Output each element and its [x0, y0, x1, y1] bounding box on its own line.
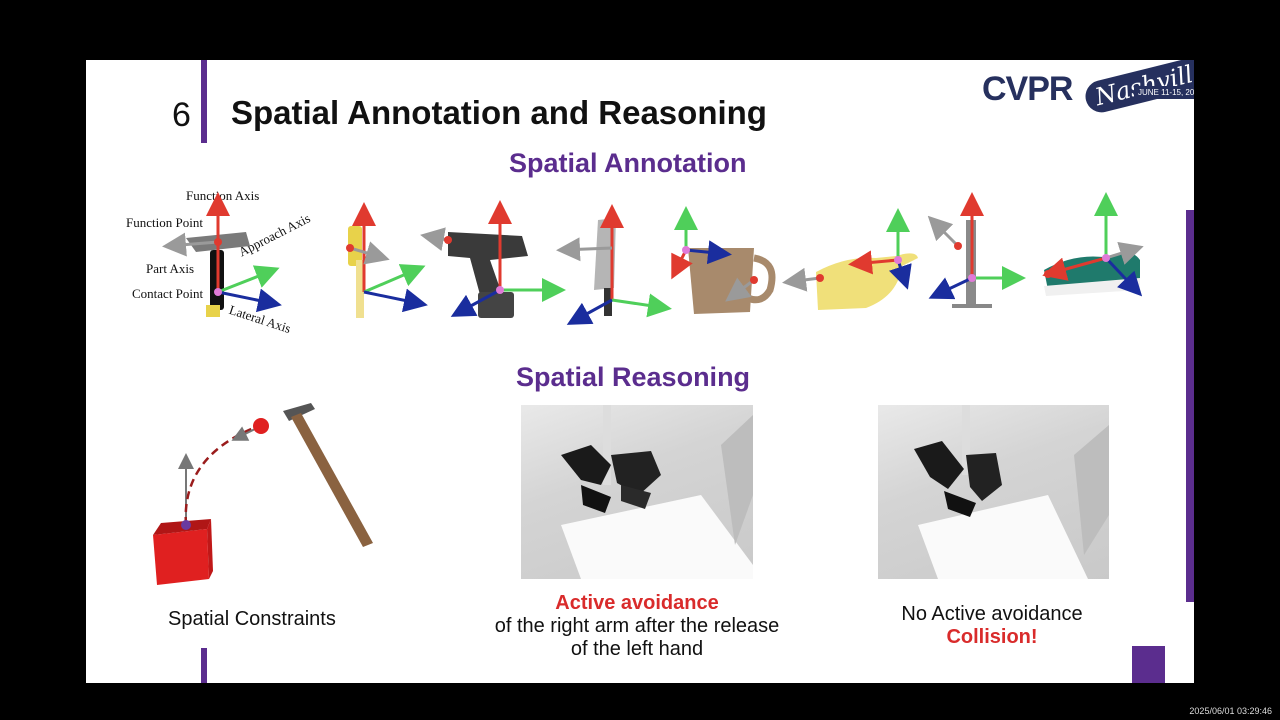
annotation-objects: [162, 192, 1144, 325]
logo-dates: JUNE 11-15, 2025: [1134, 86, 1194, 99]
slide-title: Spatial Annotation and Reasoning: [231, 94, 767, 131]
caption-spatial-constraints: Spatial Constraints: [168, 608, 336, 630]
recording-timestamp: 2025/06/01 03:29:46: [1189, 706, 1272, 716]
robot-photo-active-avoidance: [521, 405, 753, 579]
active-avoidance-highlight: Active avoidance: [555, 592, 719, 614]
slide-number: 6: [172, 96, 191, 134]
hammer-tool-icon: [283, 403, 373, 547]
hammer-icon: [162, 192, 282, 317]
annotation-heading: Spatial Annotation: [509, 148, 747, 178]
brush-icon: [346, 202, 428, 318]
robot-arm-icon: [561, 405, 753, 579]
accent-square: [1132, 646, 1165, 683]
caption-line-1: of the right arm after the release: [494, 615, 780, 637]
mug-icon: [671, 206, 776, 314]
cleaver-icon: [556, 204, 672, 325]
cvpr-logo: CVPR Nashville JUNE 11-15, 2025: [982, 60, 1194, 132]
caption-active-avoidance: Active avoidance of the right arm after …: [446, 592, 828, 661]
presentation-slide: 6 Spatial Annotation and Reasoning CVPR …: [86, 60, 1194, 683]
caption-line-2: of the left hand: [570, 638, 704, 660]
accent-bar-right: [1186, 210, 1194, 602]
label-function-point: Function Point: [126, 215, 203, 230]
stand-icon: [927, 192, 1026, 308]
shoe-icon: [1042, 192, 1144, 297]
caption-no-avoidance: No Active avoidance Collision!: [872, 603, 1112, 649]
accent-bar-top: [201, 60, 207, 143]
label-part-axis: Part Axis: [146, 261, 195, 276]
label-contact-point: Contact Point: [132, 286, 204, 301]
collision-highlight: Collision!: [946, 626, 1038, 648]
reasoning-heading: Spatial Reasoning: [516, 362, 751, 392]
logo-text: CVPR: [982, 70, 1073, 108]
accent-bar-bottom: [201, 648, 207, 683]
dustpan-icon: [782, 208, 918, 310]
robot-arm-collision-icon: [914, 405, 1109, 579]
drill-icon: [420, 200, 566, 318]
no-avoidance-text: No Active avoidance: [901, 603, 1083, 625]
robot-photo-no-avoidance: [878, 405, 1109, 579]
spatial-constraints-figure: [153, 403, 373, 585]
